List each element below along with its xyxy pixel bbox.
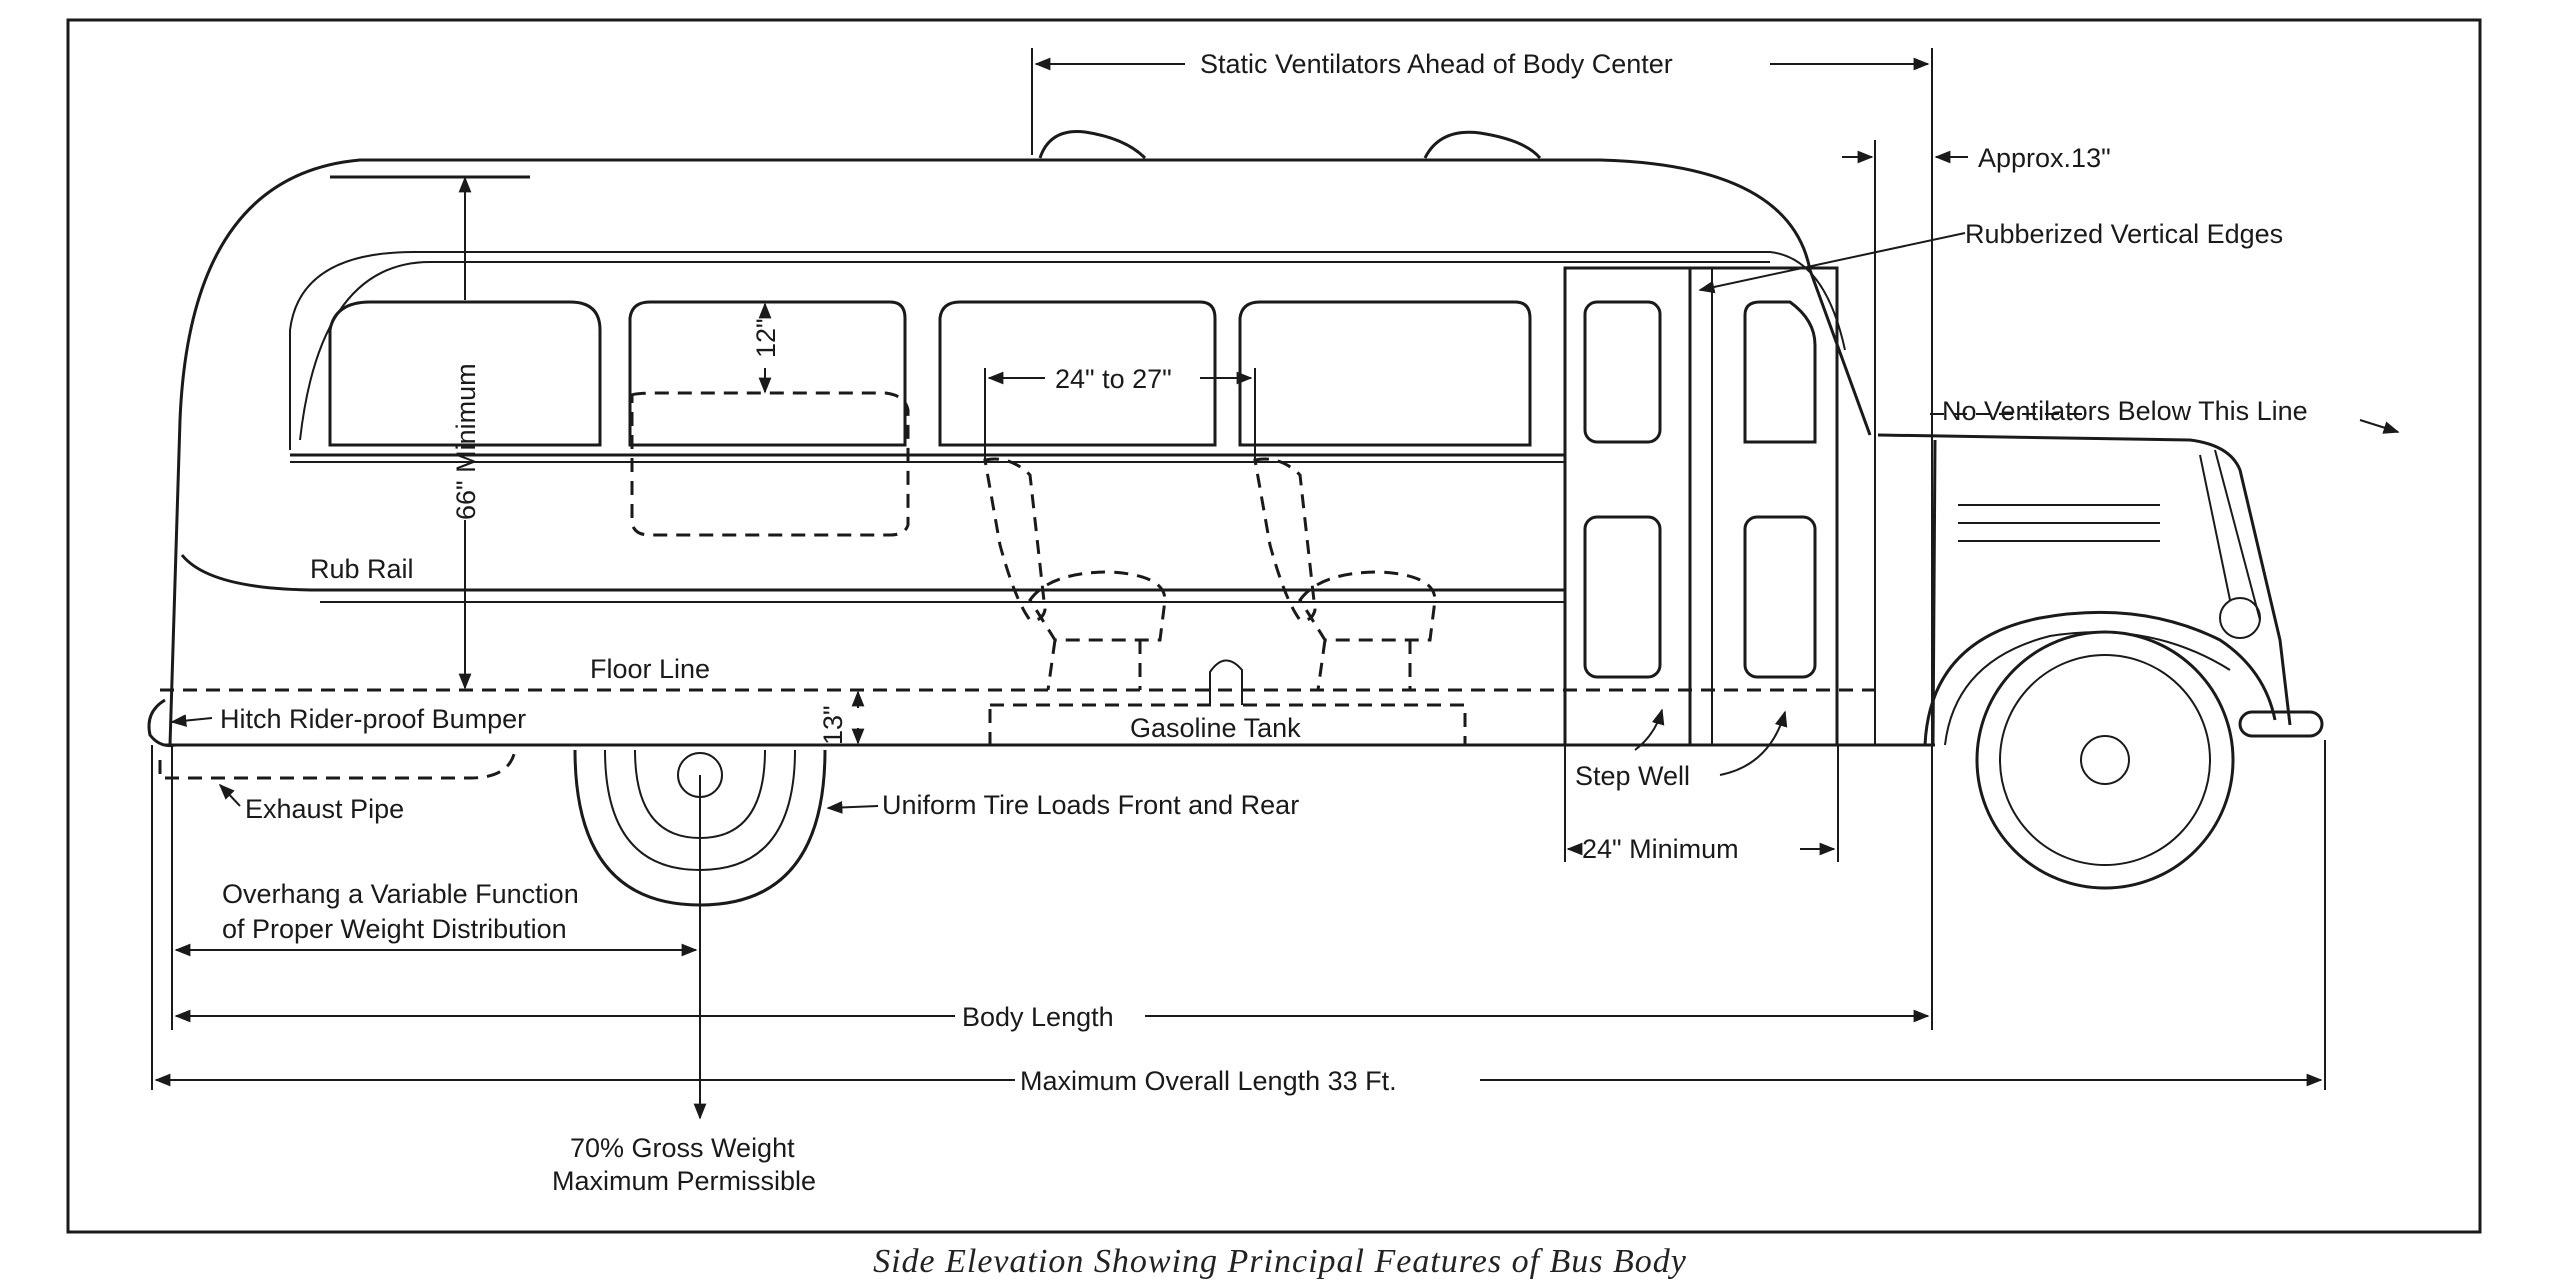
label-max-length: Maximum Overall Length 33 Ft.: [1020, 1066, 1397, 1096]
label-hitch-bumper: Hitch Rider-proof Bumper: [220, 704, 526, 734]
label-tire-loads: Uniform Tire Loads Front and Rear: [882, 790, 1299, 820]
front-hood: [1877, 433, 2324, 746]
label-rubberized-edges: Rubberized Vertical Edges: [1965, 219, 2283, 249]
label-overhang-line2: of Proper Weight Distribution: [222, 914, 567, 944]
roof-ventilators: [1038, 130, 1542, 160]
label-floor-line: Floor Line: [590, 654, 710, 684]
bus-body-outline: [147, 158, 1935, 747]
label-66-minimum: 66" Minimum: [451, 363, 481, 520]
gasoline-tank: [988, 659, 1467, 747]
label-gross-weight-line1: 70% Gross Weight: [570, 1133, 795, 1163]
label-step-well: Step Well: [1575, 761, 1690, 791]
label-rub-rail: Rub Rail: [310, 554, 414, 584]
figure-caption: Side Elevation Showing Principal Feature…: [873, 1243, 1687, 1280]
label-24-minimum: 24" Minimum: [1582, 834, 1739, 864]
label-13-inch: 13": [818, 705, 848, 745]
side-windows: [328, 300, 1532, 537]
label-gross-weight-line2: Maximum Permissible: [552, 1166, 816, 1196]
exhaust-pipe: [158, 749, 517, 780]
label-12-inch: 12": [751, 318, 781, 358]
entrance-door: [1563, 266, 1839, 747]
label-seat-spacing: 24" to 27": [1055, 364, 1172, 394]
label-body-length: Body Length: [962, 1002, 1114, 1032]
diagram-frame: [66, 18, 2482, 1234]
label-exhaust-pipe: Exhaust Pipe: [245, 794, 404, 824]
label-approx-13: Approx.13": [1978, 143, 2111, 173]
label-no-ventilators: No Ventilators Below This Line: [1942, 396, 2308, 426]
front-wheel: [1975, 630, 2235, 890]
label-gasoline-tank: Gasoline Tank: [1130, 713, 1301, 743]
label-static-ventilators: Static Ventilators Ahead of Body Center: [1200, 49, 1673, 79]
seats: [983, 457, 1437, 691]
label-overhang-line1: Overhang a Variable Function: [222, 879, 579, 909]
